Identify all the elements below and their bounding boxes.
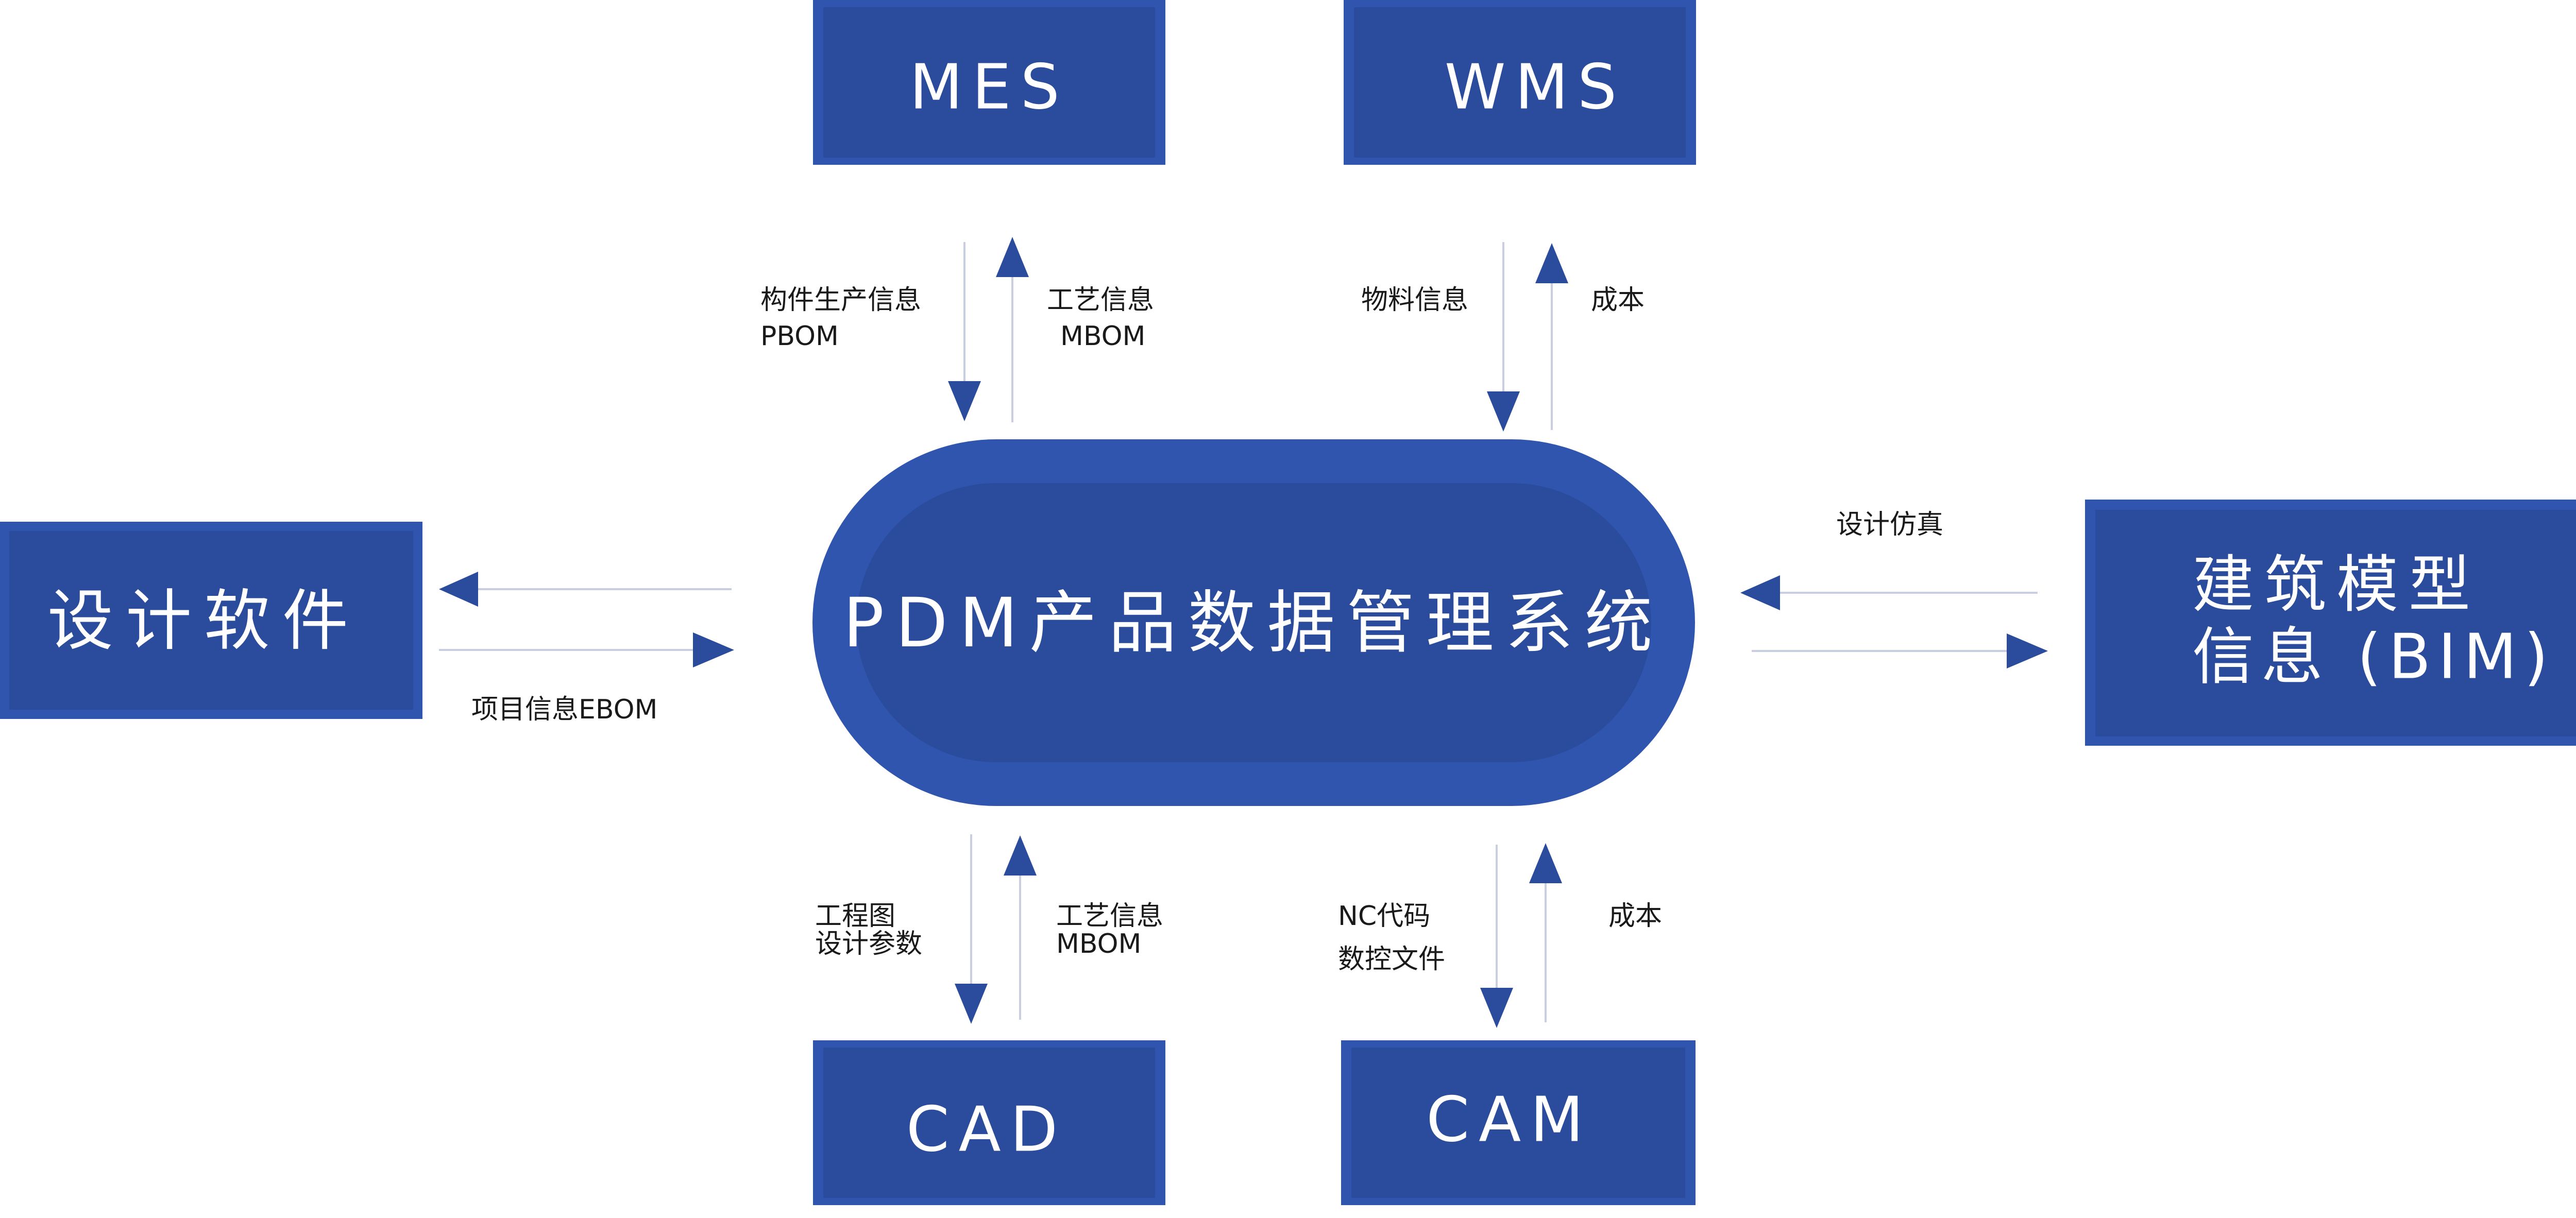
design-software-box-inner — [9, 531, 413, 710]
pdm-label: PDM产品数据管理系统 — [843, 584, 1664, 663]
cam-down-arrow-icon — [1480, 988, 1513, 1028]
cad-down-label-line1: 工程图 — [815, 901, 895, 932]
mes-label: MES — [909, 52, 1069, 124]
flow-labels: 构件生产信息 PBOM 工艺信息 MBOM 物料信息 成本 项目信息EBOM 设… — [471, 285, 1943, 975]
design-software-box[interactable]: 设计软件 — [0, 522, 422, 719]
cam-down-label-line1: NC代码 — [1338, 901, 1430, 932]
wms-up-label: 成本 — [1591, 285, 1645, 316]
wms-up-arrow-icon — [1535, 243, 1568, 283]
bim-label-line2: 信息 (BIM) — [2192, 622, 2555, 693]
cad-box[interactable]: CAD — [813, 1040, 1165, 1205]
cad-down-label-line2: 设计参数 — [815, 929, 922, 959]
bim-box-inner — [2095, 510, 2576, 736]
mes-box[interactable]: MES — [813, 0, 1165, 165]
arrowheads — [439, 237, 2048, 1028]
wms-label: WMS — [1445, 52, 1626, 124]
bim-out-arrow-icon — [2007, 633, 2048, 668]
wms-box-inner — [1354, 7, 1686, 158]
cad-up-label-line1: 工艺信息 — [1056, 901, 1163, 932]
cad-up-arrow-icon — [1004, 835, 1037, 876]
design-software-label: 设计软件 — [47, 583, 361, 660]
cad-down-arrow-icon — [955, 984, 988, 1024]
mes-up-label-line2: MBOM — [1060, 321, 1145, 352]
bim-label-line1: 建筑模型 — [2192, 550, 2481, 621]
mes-down-arrow-icon — [948, 381, 981, 421]
bim-in-arrow-icon — [1740, 575, 1780, 610]
cam-up-arrow-icon — [1529, 843, 1562, 883]
connector-lines — [439, 242, 2038, 1022]
mes-box-inner — [823, 7, 1155, 158]
cad-up-label-line2: MBOM — [1056, 929, 1141, 959]
pdm-center-node[interactable]: PDM产品数据管理系统 — [812, 439, 1695, 806]
design-software-in-arrow-icon — [439, 572, 478, 607]
mes-up-label-line1: 工艺信息 — [1047, 285, 1154, 316]
cam-down-label-line2: 数控文件 — [1338, 944, 1445, 975]
bim-flow-label: 设计仿真 — [1836, 509, 1943, 540]
cam-up-label: 成本 — [1608, 901, 1662, 932]
cad-box-inner — [823, 1048, 1155, 1198]
wms-box[interactable]: WMS — [1344, 0, 1696, 165]
cad-label: CAD — [906, 1094, 1067, 1166]
design-software-flow-label: 项目信息EBOM — [471, 694, 657, 725]
bim-box[interactable]: 建筑模型 信息 (BIM) — [2085, 500, 2576, 746]
cam-box-inner — [1351, 1048, 1685, 1198]
cam-label: CAM — [1426, 1085, 1592, 1156]
mes-up-arrow-icon — [996, 237, 1029, 277]
design-software-out-arrow-icon — [693, 632, 734, 667]
mes-down-label-line2: PBOM — [760, 321, 839, 352]
pdm-inner-pill — [856, 483, 1651, 762]
wms-down-label: 物料信息 — [1361, 285, 1468, 316]
mes-down-label-line1: 构件生产信息 — [760, 285, 921, 316]
wms-down-arrow-icon — [1487, 391, 1520, 432]
cam-box[interactable]: CAM — [1341, 1040, 1696, 1205]
